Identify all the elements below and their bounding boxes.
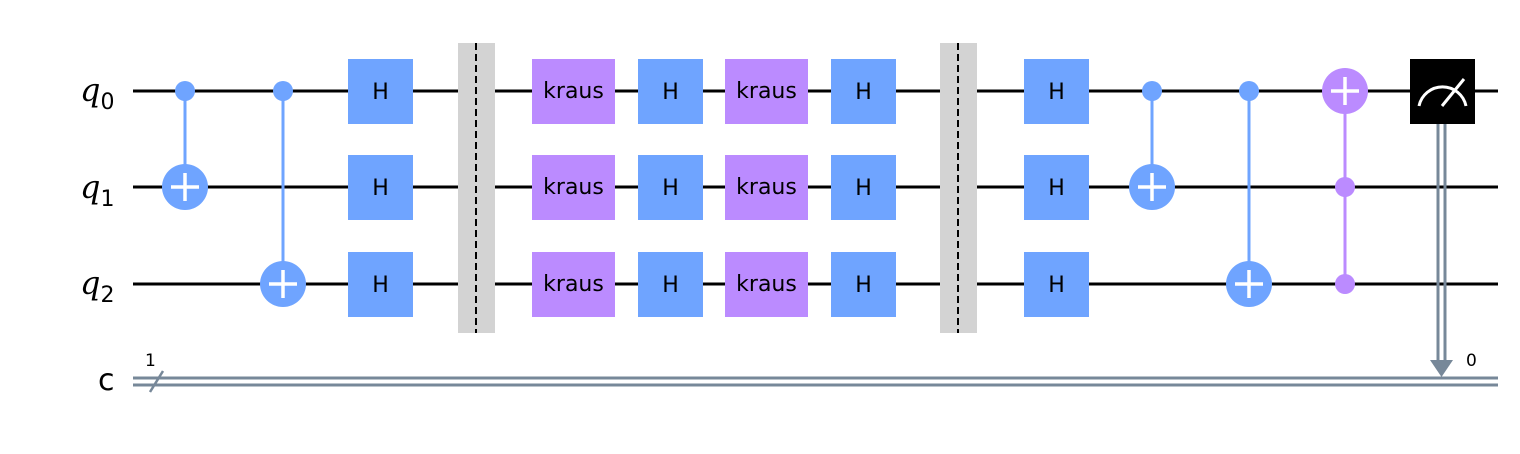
measure-gate: 0 — [1410, 59, 1477, 377]
cx-gate-3 — [1129, 81, 1175, 210]
h-gate-3-q1-label: H — [855, 176, 872, 201]
h-gate-4-q1-label: H — [1048, 176, 1065, 201]
cx-gate-4-control-dot — [1239, 81, 1259, 101]
kraus-gate-1-q2-label: kraus — [543, 272, 604, 297]
cx-gate-4 — [1226, 81, 1272, 307]
h-gate-1-q1-label: H — [372, 176, 389, 201]
h-gate-1-q0 — [348, 59, 413, 124]
measure-box — [1410, 59, 1475, 124]
cx-gate-3-control-dot — [1142, 81, 1162, 101]
h-gate-2-q1 — [638, 155, 703, 220]
h-gate-2-q1-label: H — [662, 176, 679, 201]
kraus-gate-2-q2 — [725, 252, 808, 317]
h-gate-3-q2 — [831, 252, 896, 317]
h-gate-column-3: H H H — [831, 59, 896, 317]
kraus-gate-1-q0-label: kraus — [543, 79, 604, 104]
wires: 1 — [133, 89, 1498, 393]
kraus-gate-2-q0 — [725, 59, 808, 124]
classical-register-label: c — [98, 363, 115, 398]
h-gate-2-q2-label: H — [662, 273, 679, 298]
kraus-gate-1-q0 — [532, 59, 615, 124]
barrier-1 — [458, 43, 495, 333]
cx-gate-1-control-dot — [175, 81, 195, 101]
measure-arrow-head — [1430, 360, 1453, 377]
h-gate-1-q1 — [348, 155, 413, 220]
h-gate-4-q2-label: H — [1048, 273, 1065, 298]
h-gate-2-q0 — [638, 59, 703, 124]
h-gate-2-q0-label: H — [662, 80, 679, 105]
qubit-label-q1: q1 — [80, 168, 114, 212]
qubit-label-q2: q2 — [80, 264, 114, 308]
h-gate-column-4: H H H — [1024, 59, 1089, 317]
h-gate-4-q0-label: H — [1048, 80, 1065, 105]
h-gate-4-q0 — [1024, 59, 1089, 124]
h-gate-1-q2 — [348, 252, 413, 317]
kraus-gate-1-q1-label: kraus — [543, 175, 604, 200]
h-gate-3-q0 — [831, 59, 896, 124]
classical-width-slash — [148, 370, 165, 393]
h-gate-column-1: H H H — [348, 59, 413, 317]
cx-gate-1 — [162, 81, 208, 210]
barrier-2 — [940, 43, 977, 333]
ccx-gate — [1322, 68, 1368, 294]
h-gate-1-q2-label: H — [372, 273, 389, 298]
h-gate-3-q2-label: H — [855, 273, 872, 298]
kraus-gate-column-2: kraus kraus kraus — [725, 59, 808, 317]
ccx-gate-control-dot-q2 — [1335, 274, 1355, 294]
h-gate-3-q0-label: H — [855, 80, 872, 105]
kraus-gate-2-q0-label: kraus — [736, 79, 797, 104]
kraus-gate-column-1: kraus kraus kraus — [532, 59, 615, 317]
cx-gate-2 — [260, 81, 306, 307]
h-gate-4-q1 — [1024, 155, 1089, 220]
kraus-gate-2-q1-label: kraus — [736, 175, 797, 200]
ccx-gate-control-dot-q1 — [1335, 177, 1355, 197]
h-gate-2-q2 — [638, 252, 703, 317]
measure-clbit-label: 0 — [1466, 351, 1477, 371]
meter-needle — [1440, 78, 1466, 107]
cx-gate-2-control-dot — [273, 81, 293, 101]
kraus-gate-2-q2-label: kraus — [736, 272, 797, 297]
qubit-label-q0: q0 — [80, 71, 114, 115]
kraus-gate-2-q1 — [725, 155, 808, 220]
kraus-gate-1-q2 — [532, 252, 615, 317]
kraus-gate-1-q1 — [532, 155, 615, 220]
h-gate-1-q0-label: H — [372, 80, 389, 105]
h-gate-column-2: H H H — [638, 59, 703, 317]
classical-width-label: 1 — [145, 351, 156, 371]
h-gate-3-q1 — [831, 155, 896, 220]
meter-icon — [1417, 85, 1468, 107]
h-gate-4-q2 — [1024, 252, 1089, 317]
